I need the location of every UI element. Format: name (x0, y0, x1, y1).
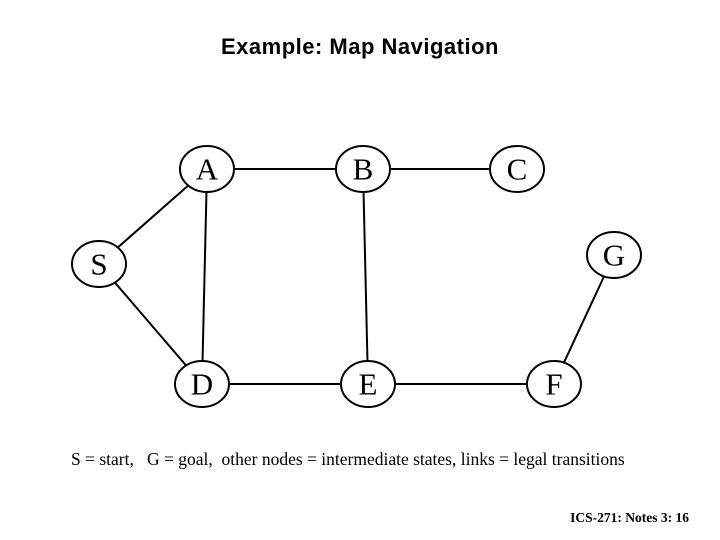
node-label-G: G (603, 238, 625, 273)
edge-A-D (201, 168, 208, 385)
graph-node-D: D (174, 360, 230, 408)
legend-caption: S = start, G = goal, other nodes = inter… (71, 449, 625, 469)
node-label-E: E (359, 367, 378, 402)
node-label-A: A (196, 152, 219, 187)
node-circle-C (489, 145, 545, 193)
graph-node-E: E (340, 360, 396, 408)
footer-page-label: ICS-271: Notes 3: 16 (570, 510, 689, 525)
edge-S-D (98, 263, 203, 385)
node-label-C: C (507, 152, 528, 187)
node-circle-D (174, 360, 230, 408)
node-circle-E (340, 360, 396, 408)
graph-node-G: G (586, 231, 642, 279)
slide-title: Example: Map Navigation (220, 34, 499, 59)
graph-node-B: B (335, 145, 391, 193)
node-circle-G (586, 231, 642, 279)
graph-node-C: C (489, 145, 545, 193)
graph-node-A: A (179, 145, 235, 193)
node-circle-S (71, 240, 127, 288)
node-circle-A (179, 145, 235, 193)
graph-node-F: F (526, 360, 582, 408)
node-circle-B (335, 145, 391, 193)
node-label-B: B (353, 152, 374, 187)
node-label-F: F (545, 367, 562, 402)
node-label-D: D (191, 367, 213, 402)
graph-node-S: S (71, 240, 127, 288)
edge-B-E (362, 168, 369, 385)
node-label-S: S (90, 247, 107, 282)
node-circle-F (526, 360, 582, 408)
